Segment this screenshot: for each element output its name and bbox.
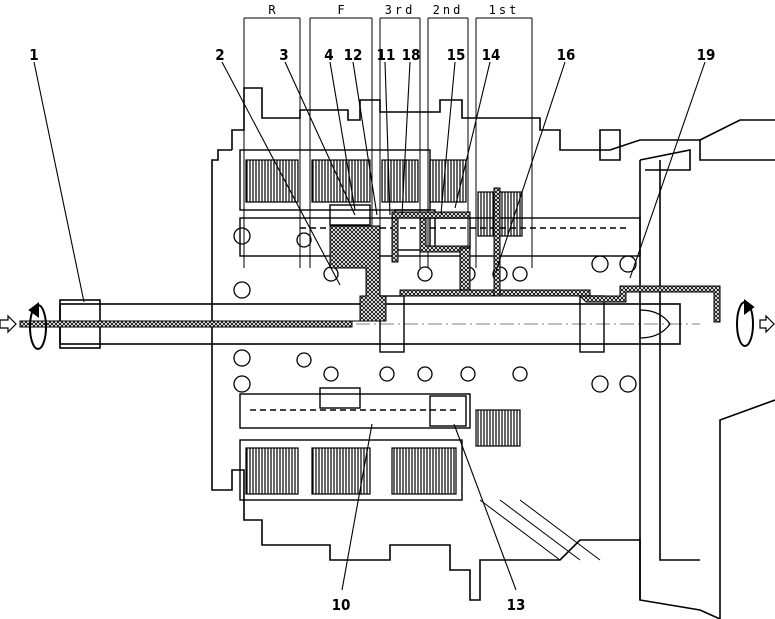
power-flow-path: [19, 187, 721, 328]
housing-bracket: [639, 149, 691, 171]
hollow-arrow-icon: [0, 314, 775, 334]
rotation-arrow-icon: [736, 299, 755, 347]
lower-clutch-pack-outer: [475, 409, 521, 447]
power-flow-down: [459, 247, 471, 291]
callout-leaders: [33, 61, 706, 591]
leader-4: [329, 61, 356, 211]
upper-clutch-packs: [239, 149, 523, 237]
callout-3: 3: [279, 46, 288, 64]
bearing: [417, 366, 433, 382]
leader-16: [495, 61, 566, 272]
bearing: [619, 255, 637, 273]
bearing: [591, 255, 609, 273]
lower-clutch-packs: [239, 409, 521, 501]
clutch-pack-2nd: [429, 159, 467, 203]
input-flow-arrow: [0, 314, 17, 334]
clutch-drum-upper: [239, 149, 431, 211]
leader-19: [629, 61, 706, 279]
upper-gear-f: [329, 204, 371, 226]
bearing: [296, 232, 312, 248]
bearing: [233, 227, 251, 245]
leader-1: [33, 61, 85, 303]
leader-15: [440, 61, 456, 215]
clutch-label-f: F: [337, 3, 344, 17]
housing-bottom-right-flange: [719, 399, 775, 619]
housing-top-outline: [231, 87, 775, 161]
housing-right-inner-wall: [659, 160, 700, 561]
rotation-arrow-icon: [28, 302, 47, 350]
lower-clutch-pack-right: [391, 447, 457, 495]
leader-3: [284, 61, 356, 216]
clutch-label-2nd: 2nd: [433, 3, 464, 17]
housing-ribbing: [479, 499, 601, 561]
bearing: [233, 281, 251, 299]
bearing: [233, 349, 251, 367]
clutch-header-labels: R F 3rd 2nd 1st: [268, 3, 520, 17]
leader-2: [221, 61, 341, 286]
bearing: [460, 366, 476, 382]
callout-18: 18: [402, 46, 421, 64]
bearing: [417, 266, 433, 282]
bearing: [233, 375, 251, 393]
bearing: [512, 266, 528, 282]
input-rotation-arrowhead: [28, 302, 39, 318]
bearing: [512, 366, 528, 382]
callout-10: 10: [332, 596, 351, 614]
output-rotation-arrowhead: [744, 299, 755, 315]
housing-top-right-flange: [699, 119, 775, 141]
callout-2: 2: [215, 46, 224, 64]
power-flow-riser: [391, 211, 399, 263]
bearing: [619, 375, 637, 393]
clutch-label-r: R: [268, 3, 276, 17]
callout-12: 12: [344, 46, 363, 64]
callout-4: 4: [324, 46, 333, 64]
bearing: [591, 375, 609, 393]
bearing: [296, 352, 312, 368]
clutch-pack-r: [245, 159, 299, 203]
leader-18: [401, 61, 411, 216]
clutch-drum-lower: [239, 439, 463, 501]
power-flow-input-shaft: [19, 320, 353, 328]
power-flow-3rd: [391, 211, 471, 219]
lower-gear-hub: [429, 395, 467, 427]
callout-11: 11: [377, 46, 396, 64]
clutch-label-3rd: 3rd: [385, 3, 416, 17]
leader-12: [352, 61, 378, 216]
lower-clutch-pack-left: [245, 447, 299, 495]
bearing: [379, 366, 395, 382]
power-flow-input-segment: [20, 225, 387, 322]
power-flow-output-segment: [578, 285, 721, 323]
leader-11: [384, 61, 391, 216]
leader-13: [453, 423, 517, 591]
leader-10: [341, 423, 373, 591]
clutch-pack-3rd: [381, 159, 419, 203]
clutch-header: [243, 17, 533, 268]
upper-gear-2nd: [429, 217, 471, 249]
lower-shaft-body: [239, 393, 471, 429]
lower-countershaft: [239, 387, 471, 429]
housing-boss: [599, 129, 621, 161]
callout-15: 15: [447, 46, 466, 64]
clutch-pack-f: [311, 159, 371, 203]
callout-numbers: 1 2 3 4 12 11 18 15 14 16 19 10 13: [29, 46, 715, 614]
bearings: [233, 227, 637, 393]
callout-1: 1: [29, 46, 38, 64]
callout-16: 16: [557, 46, 576, 64]
callout-13: 13: [507, 596, 526, 614]
output-flow-arrow: [759, 314, 775, 334]
power-flow-1st: [493, 187, 501, 297]
clutch-label-1st: 1st: [489, 3, 520, 17]
leader-14: [454, 61, 491, 209]
lower-gear: [319, 387, 361, 409]
callout-14: 14: [482, 46, 501, 64]
lower-clutch-pack-middle: [311, 447, 371, 495]
callout-19: 19: [697, 46, 716, 64]
bearing: [323, 366, 339, 382]
housing-bottom-outline: [211, 149, 721, 619]
